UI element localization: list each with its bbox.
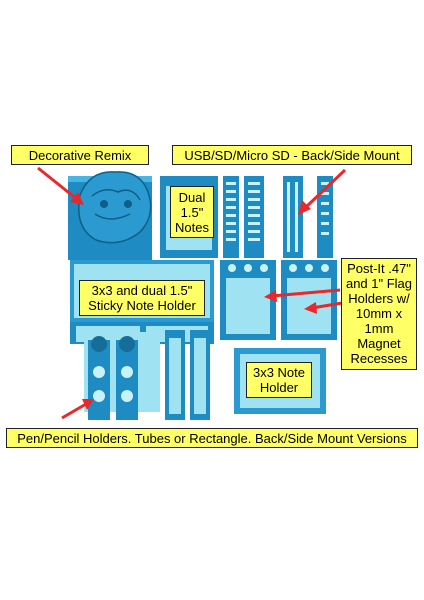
sticky-note-holder-label: 3x3 and dual 1.5" Sticky Note Holder <box>79 280 205 316</box>
decorative-remix-label: Decorative Remix <box>11 145 149 165</box>
pen-holder-label: Pen/Pencil Holders. Tubes or Rectangle. … <box>6 428 418 448</box>
usb-sd-parts <box>223 176 333 258</box>
usb-sd-label: USB/SD/Micro SD - Back/Side Mount <box>172 145 412 165</box>
flag-holder-parts <box>220 260 337 340</box>
decorative-remix-part <box>68 171 152 260</box>
pen-holder-parts <box>84 330 210 420</box>
note-holder-3x3-label: 3x3 Note Holder <box>246 362 312 398</box>
callout-arrows <box>37 166 349 420</box>
dual-notes-label: Dual 1.5" Notes <box>170 186 214 238</box>
flag-holder-label: Post-It .47" and 1" Flag Holders w/ 10mm… <box>341 258 417 370</box>
